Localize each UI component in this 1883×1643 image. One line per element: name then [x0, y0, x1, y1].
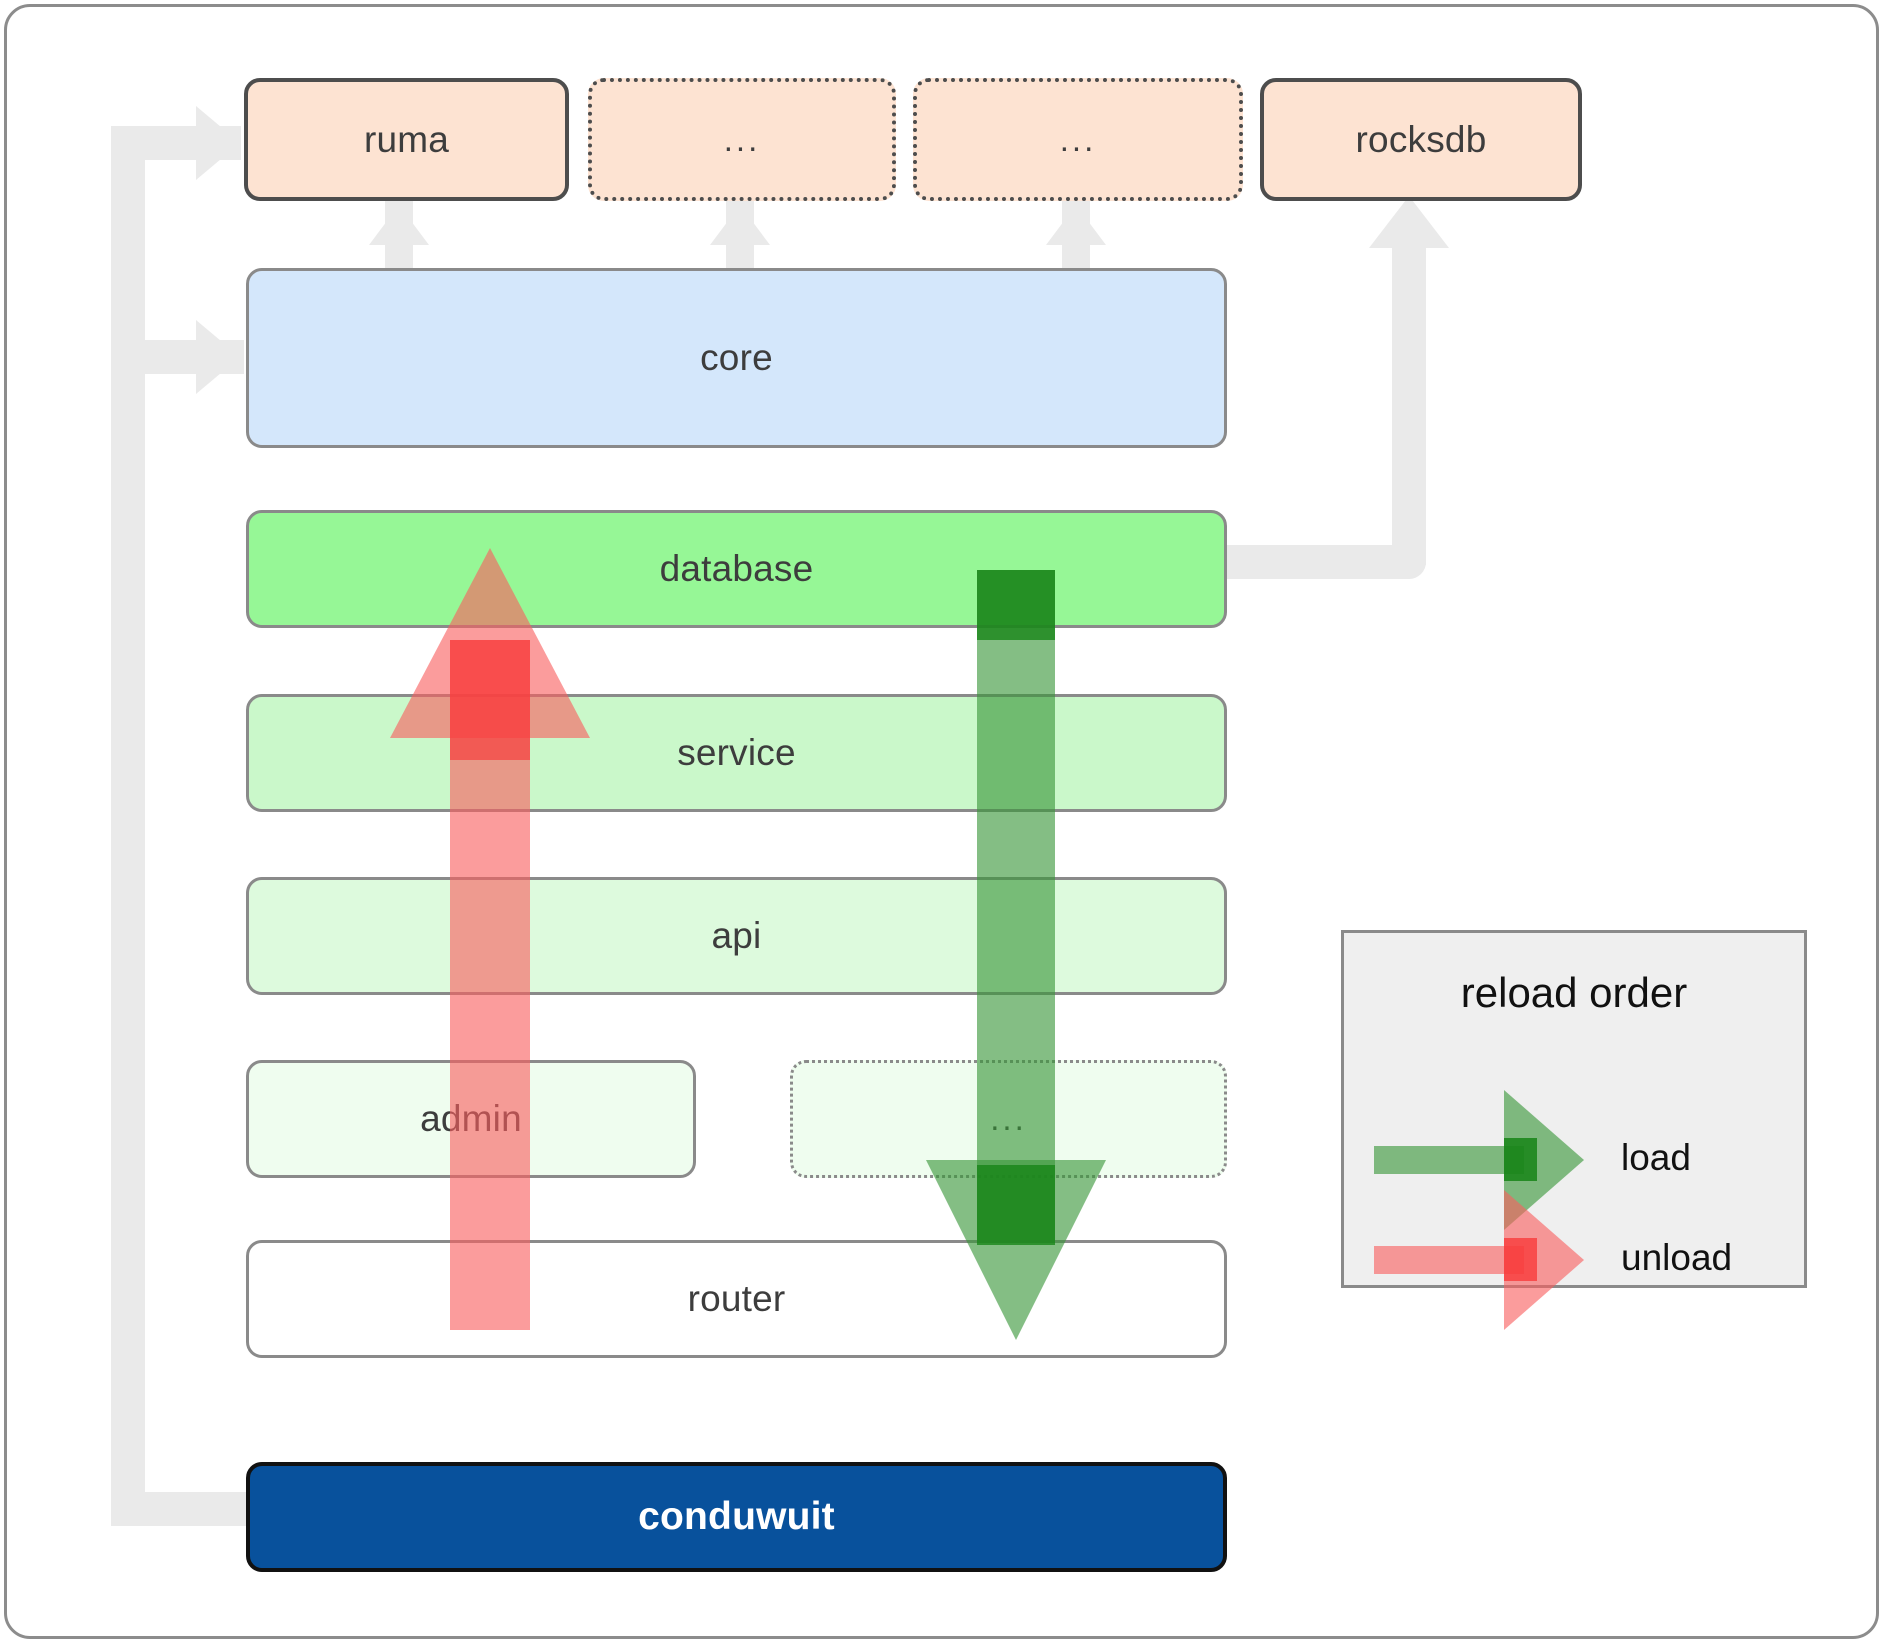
- connector-left-trunk: [111, 126, 145, 1526]
- legend-load-core: [1504, 1138, 1537, 1181]
- connector-rocksdb-arrowhead: [1369, 196, 1449, 248]
- connector-core-to-ruma-arrowhead: [369, 205, 429, 245]
- layer-box-service[interactable]: service: [246, 694, 1227, 812]
- layer-box-dots[interactable]: ...: [790, 1060, 1227, 1178]
- legend-unload-label: unload: [1621, 1237, 1733, 1278]
- diagram-frame: [4, 4, 1879, 1639]
- dependency-box-ruma[interactable]: ruma: [244, 78, 569, 201]
- dependency-box-dots-2[interactable]: ...: [913, 78, 1243, 201]
- layer-box-database[interactable]: database: [246, 510, 1227, 628]
- dependency-box-rocksdb[interactable]: rocksdb: [1260, 78, 1582, 201]
- connector-arrowhead-core: [196, 320, 240, 394]
- layer-box-router[interactable]: router: [246, 1240, 1227, 1358]
- dependency-box-dots-1[interactable]: ...: [588, 78, 896, 201]
- root-box-conduwuit[interactable]: conduwuit: [246, 1462, 1227, 1572]
- legend-unload-core: [1504, 1238, 1537, 1281]
- connector-arrowhead-ruma: [196, 106, 240, 180]
- legend-unload-shaft: [1374, 1246, 1524, 1274]
- legend-load-shaft: [1374, 1146, 1524, 1174]
- legend-load-label: load: [1621, 1137, 1691, 1178]
- layer-box-core[interactable]: core: [246, 268, 1227, 448]
- layer-box-api[interactable]: api: [246, 877, 1227, 995]
- connector-core-to-dots1-arrowhead: [710, 205, 770, 245]
- legend-title: reload order: [1460, 969, 1688, 1016]
- connector-to-conduwuit: [111, 1492, 251, 1526]
- legend-panel: reload order load unload: [1341, 930, 1807, 1330]
- connector-database-to-rocksdb-v: [1392, 245, 1426, 565]
- layer-box-admin[interactable]: admin: [246, 1060, 696, 1178]
- connector-core-to-dots2-arrowhead: [1046, 205, 1106, 245]
